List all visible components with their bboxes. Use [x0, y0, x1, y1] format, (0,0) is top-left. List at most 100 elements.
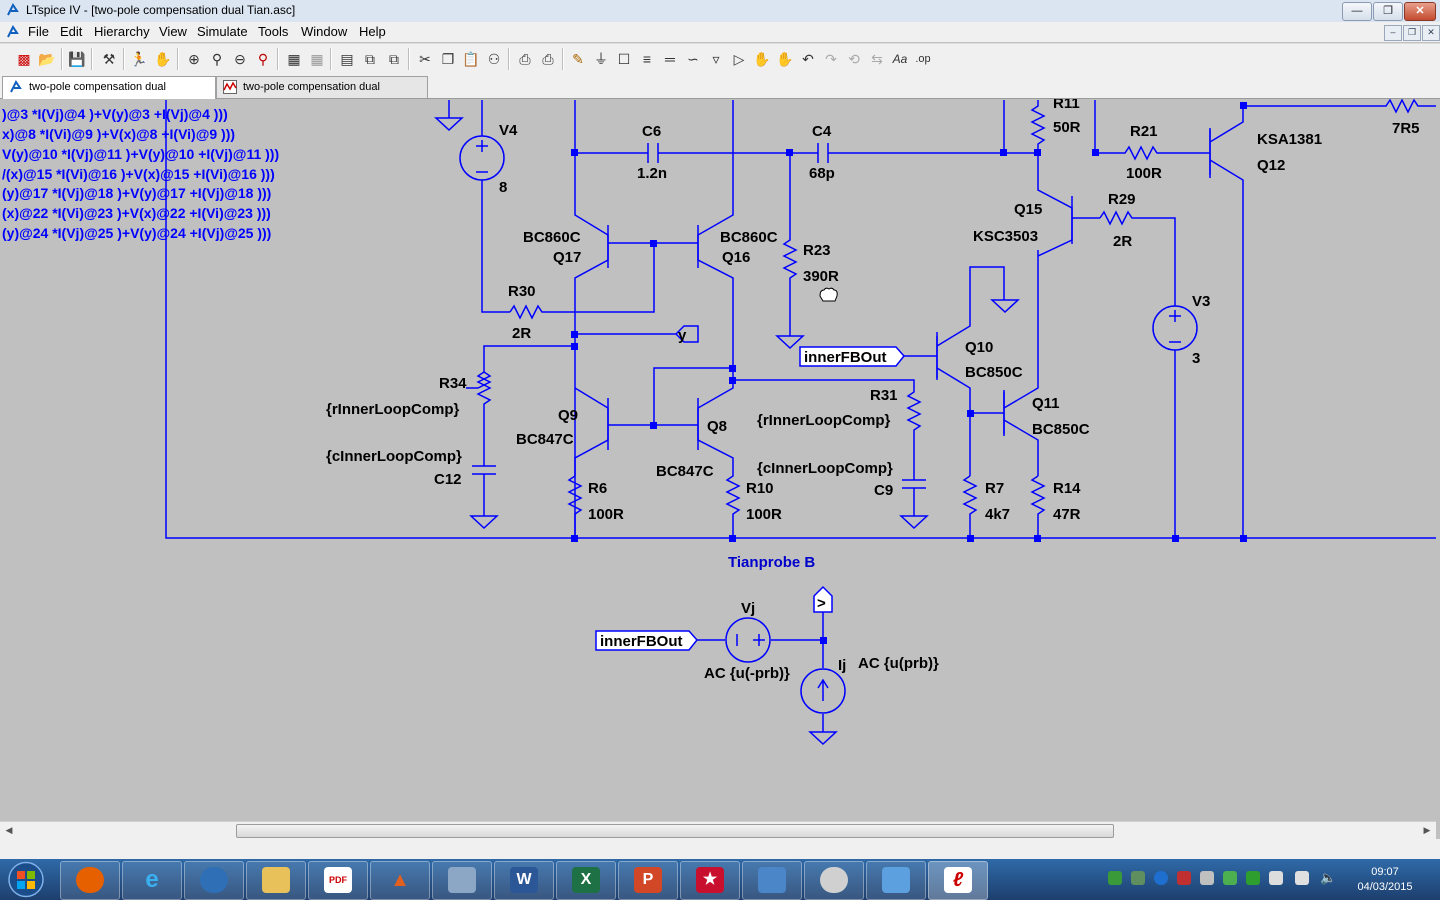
drag-icon[interactable]: ✋: [776, 51, 794, 67]
menu-simulate[interactable]: Simulate: [197, 24, 248, 39]
spice-directive-icon[interactable]: .op: [915, 53, 931, 65]
tray-icon[interactable]: [1223, 871, 1237, 885]
diode-icon[interactable]: ▿: [712, 51, 720, 67]
tab-schematic[interactable]: two-pole compensation dual Tian.asc: [2, 76, 216, 114]
scroll-right-icon[interactable]: ▶: [1423, 825, 1431, 835]
menu-tools[interactable]: Tools: [258, 24, 289, 39]
taskbar-paint[interactable]: [866, 861, 926, 900]
tray-icon[interactable]: [1269, 871, 1283, 885]
schematic-canvas[interactable]: .w{stroke:#0000ff;stroke-width:1.5;fill:…: [0, 99, 1436, 821]
volume-icon[interactable]: 🔈: [1320, 870, 1337, 885]
menu-file[interactable]: File: [28, 24, 49, 39]
paste-icon[interactable]: 📋: [462, 51, 480, 67]
minimize-button[interactable]: —: [1342, 2, 1372, 21]
taskbar-ie[interactable]: e: [122, 861, 182, 900]
ground-icon[interactable]: ⏚: [594, 51, 608, 67]
ltspice-app-icon[interactable]: [6, 3, 20, 17]
net-label-x[interactable]: >: [813, 585, 833, 613]
taskbar-remote-desktop[interactable]: [742, 861, 802, 900]
taskbar-excel[interactable]: X: [556, 861, 616, 900]
redo-icon[interactable]: ↷: [825, 51, 837, 67]
schematic-drawing[interactable]: .w{stroke:#0000ff;stroke-width:1.5;fill:…: [0, 99, 1436, 821]
tray-icon[interactable]: [1177, 871, 1191, 885]
taskbar-ltspice[interactable]: ℓ: [928, 861, 988, 900]
menu-help[interactable]: Help: [359, 24, 386, 39]
mirror-icon[interactable]: ⇆: [871, 51, 883, 67]
taskbar-matlab[interactable]: ▲: [370, 861, 430, 900]
text-icon[interactable]: Aa: [892, 52, 908, 66]
copy-icon[interactable]: ❐: [441, 51, 455, 67]
scroll-left-icon[interactable]: ◀: [5, 825, 13, 835]
taskbar-explorer[interactable]: [246, 861, 306, 900]
mdi-minimize-button[interactable]: –: [1384, 25, 1402, 41]
network-icon[interactable]: [1295, 871, 1309, 885]
tray-icon[interactable]: [1131, 871, 1145, 885]
draw-wire-icon[interactable]: ✎: [572, 51, 584, 67]
component-icon[interactable]: ▷: [733, 51, 745, 67]
scrollbar-thumb[interactable]: [236, 824, 1114, 838]
voltage-source-v4[interactable]: [459, 135, 505, 181]
q15-label: Q15: [1014, 201, 1042, 218]
zoom-area-icon[interactable]: ⚲: [211, 51, 223, 67]
capacitor-icon[interactable]: ═: [665, 51, 675, 67]
find-icon[interactable]: ⚇: [487, 51, 501, 67]
print-preview-icon[interactable]: ⎙: [519, 51, 531, 67]
net-label-innerfbout[interactable]: innerFBOut: [799, 346, 905, 367]
windows-start-icon[interactable]: [4, 860, 48, 899]
voltage-source-vj[interactable]: [725, 617, 771, 663]
taskbar-firefox[interactable]: [60, 861, 120, 900]
mdi-close-button[interactable]: ✕: [1422, 25, 1440, 41]
tray-icon[interactable]: [1246, 871, 1260, 885]
menu-edit[interactable]: Edit: [60, 24, 83, 39]
tile-horizontal-icon[interactable]: ▤: [340, 51, 354, 67]
mdi-restore-button[interactable]: ❐: [1403, 25, 1421, 41]
taskbar-word[interactable]: W: [494, 861, 554, 900]
cut-icon[interactable]: ✂: [419, 51, 431, 67]
menu-window[interactable]: Window: [301, 24, 348, 39]
control-panel-icon[interactable]: ⚒: [102, 51, 116, 67]
taskbar-mouse[interactable]: [804, 861, 864, 900]
taskbar-pdf[interactable]: PDF: [308, 861, 368, 900]
net-label-innerfbout-probe[interactable]: innerFBOut: [595, 630, 698, 651]
autoscale-icon[interactable]: ▦: [287, 51, 301, 67]
label-net-icon[interactable]: ☐: [617, 51, 631, 67]
maximize-button[interactable]: ❐: [1373, 2, 1403, 21]
horizontal-scrollbar[interactable]: ◀ ▶: [0, 821, 1436, 839]
tray-icon[interactable]: [1154, 871, 1168, 885]
run-icon[interactable]: 🏃: [130, 51, 148, 67]
tray-icon[interactable]: [1108, 871, 1122, 885]
taskbar-tool[interactable]: [432, 861, 492, 900]
voltage-source-v3[interactable]: [1152, 305, 1198, 351]
halt-icon[interactable]: ✋: [154, 51, 172, 67]
inductor-icon[interactable]: ∽: [687, 51, 699, 67]
menu-view[interactable]: View: [159, 24, 187, 39]
resistor-icon[interactable]: ≡: [642, 51, 652, 67]
document-icon[interactable]: [6, 25, 20, 39]
tab-waveform[interactable]: two-pole compensation dual Tian.asc: [216, 76, 428, 114]
r34-value: {rInnerLoopComp}: [326, 401, 459, 418]
new-schematic-icon[interactable]: ▩: [17, 51, 31, 67]
close-button[interactable]: ✕: [1404, 2, 1436, 21]
close-all-icon[interactable]: ⧉: [389, 51, 399, 67]
rotate-icon[interactable]: ⟲: [848, 51, 860, 67]
menu-hierarchy[interactable]: Hierarchy: [94, 24, 150, 39]
taskbar-powerpoint[interactable]: P: [618, 861, 678, 900]
clock[interactable]: 09:07 04/03/2015: [1350, 865, 1420, 895]
save-icon[interactable]: 💾: [68, 51, 86, 67]
ksc3503-label: KSC3503: [973, 228, 1038, 245]
zoom-fit-icon[interactable]: ⚲: [257, 51, 269, 67]
zoom-out-icon[interactable]: ⊖: [234, 51, 246, 67]
zoom-in-icon[interactable]: ⊕: [188, 51, 200, 67]
tray-icon[interactable]: [1200, 871, 1214, 885]
taskbar-app[interactable]: ★: [680, 861, 740, 900]
move-icon[interactable]: ✋: [753, 51, 771, 67]
current-source-ij[interactable]: [800, 668, 846, 714]
spice-directive[interactable]: )@3 *I(Vj)@4 )+V(y)@3 +I(Vj)@4 ))) x)@8 …: [2, 106, 279, 241]
cascade-icon[interactable]: ⧉: [365, 51, 375, 67]
open-icon[interactable]: 📂: [38, 51, 56, 67]
net-label-y[interactable]: y: [678, 327, 687, 344]
delete-traces-icon[interactable]: ▦: [310, 51, 324, 67]
taskbar-thunderbird[interactable]: [184, 861, 244, 900]
print-icon[interactable]: ⎙: [542, 51, 554, 67]
undo-icon[interactable]: ↶: [802, 51, 814, 67]
